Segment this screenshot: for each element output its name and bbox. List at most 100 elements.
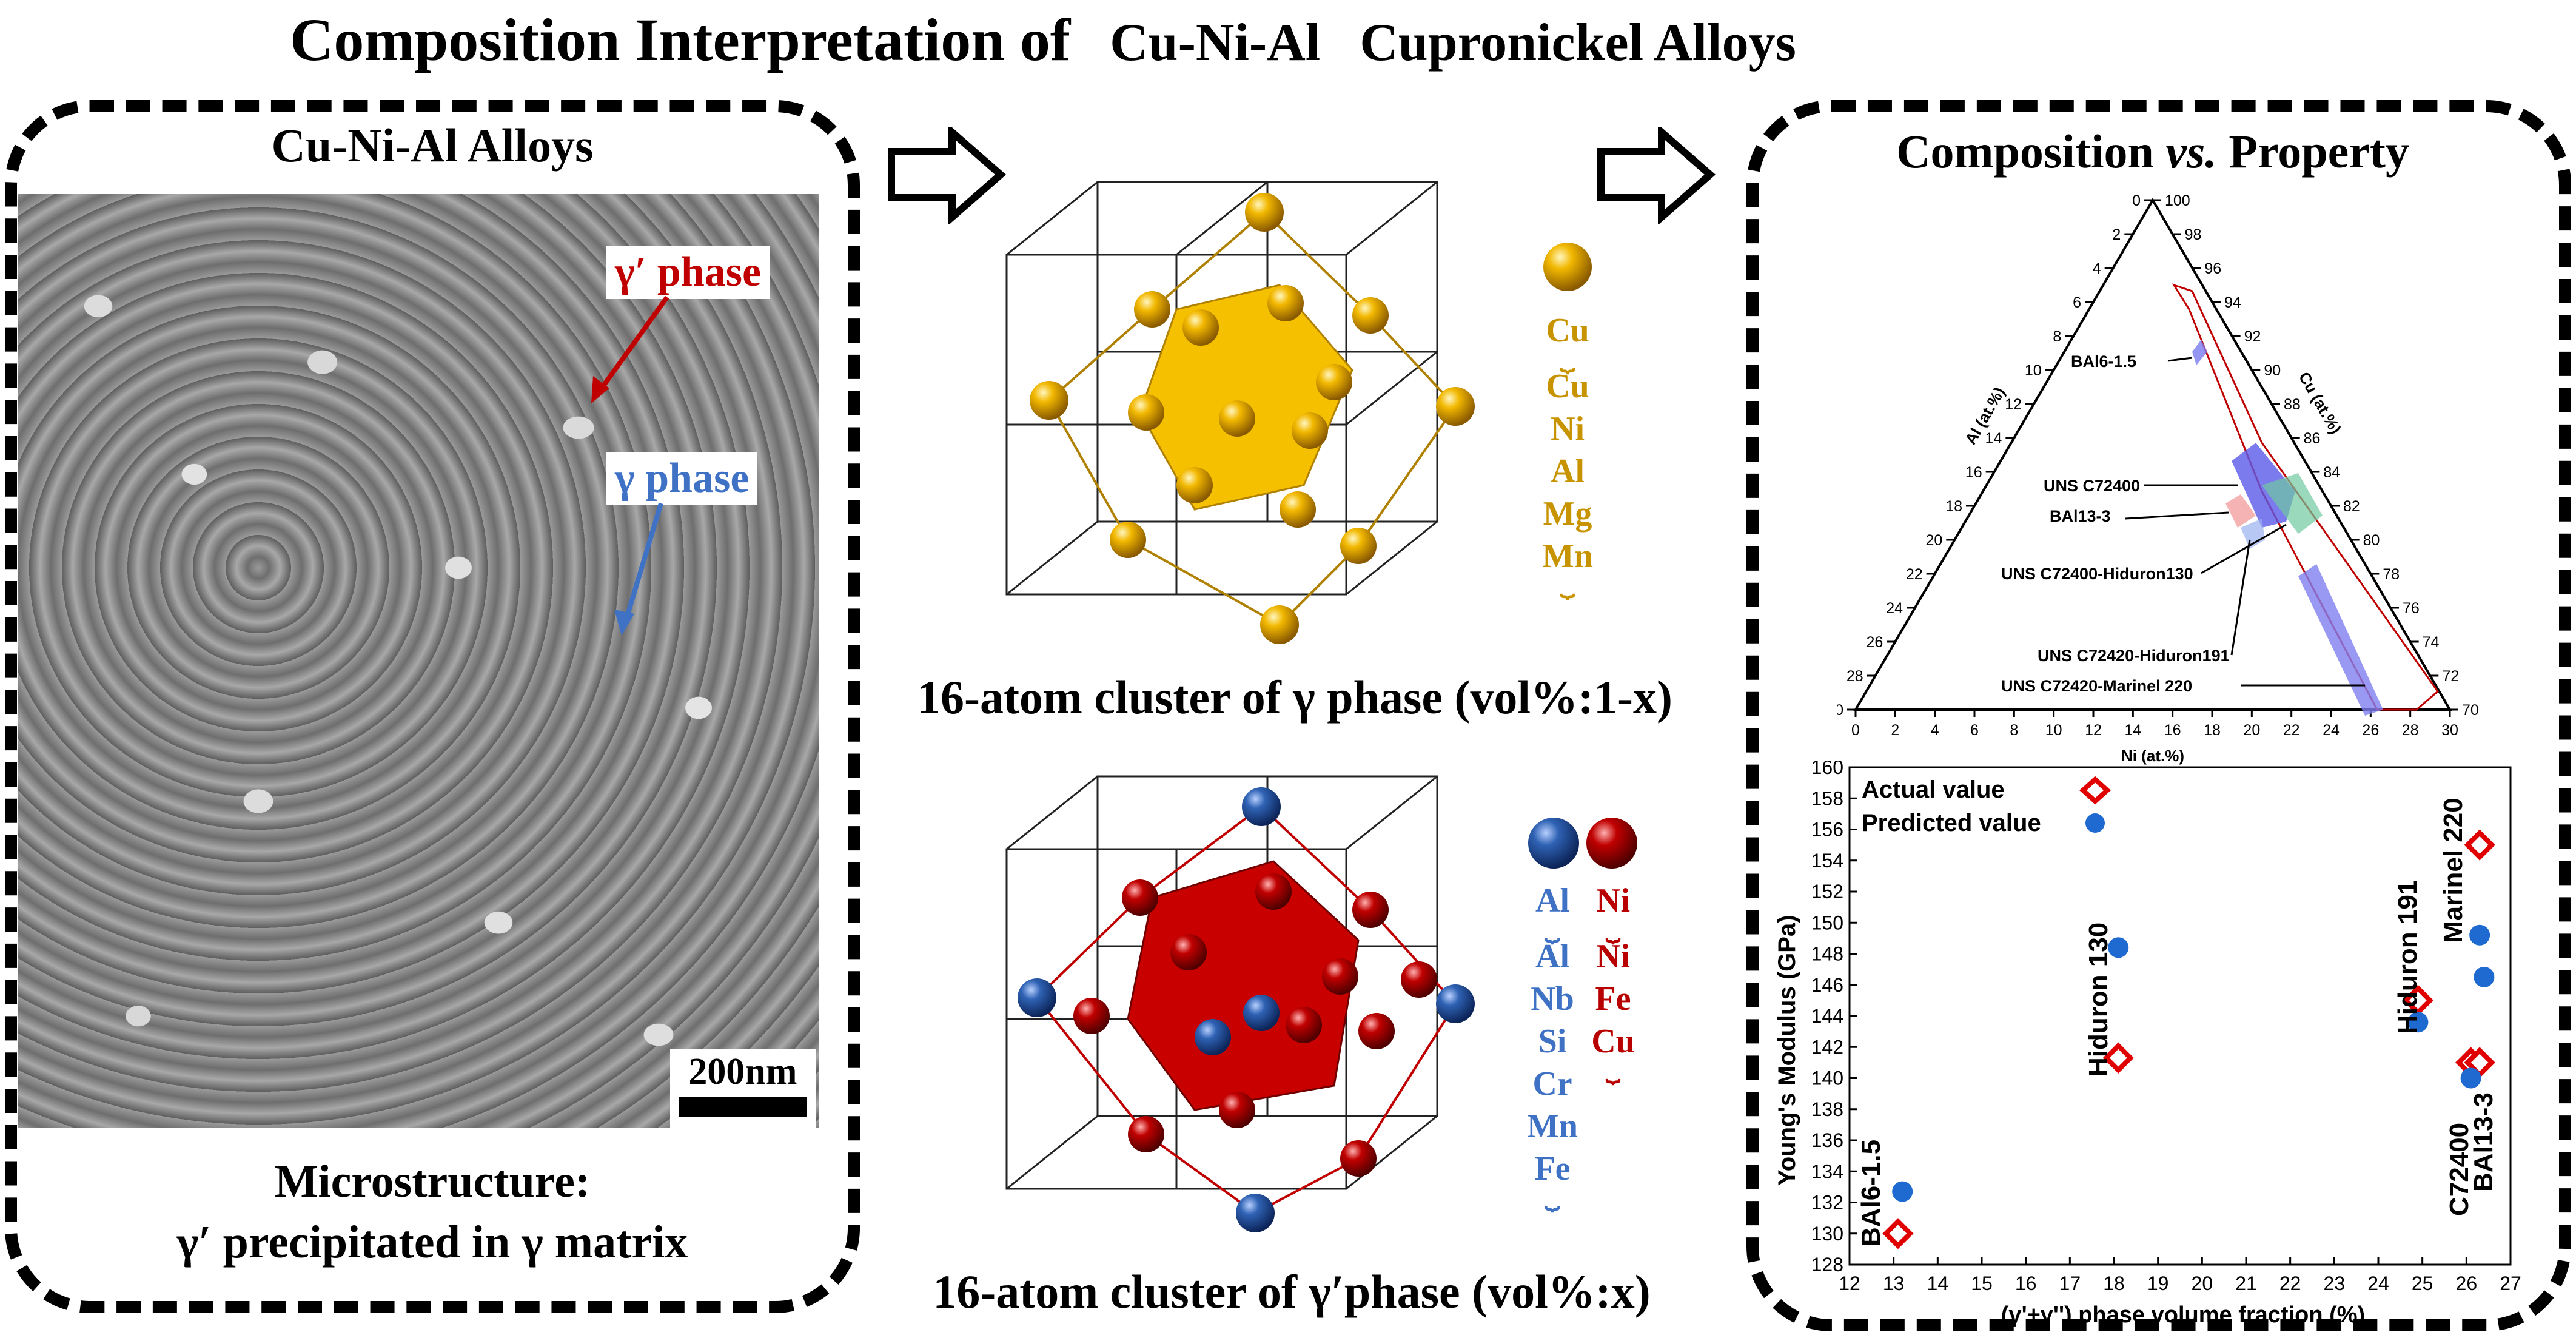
blue-element-6: Fe <box>1534 1150 1571 1188</box>
microstructure-image <box>18 194 819 1128</box>
al-tick-label: 22 <box>1906 566 1923 583</box>
ni-tick-label: 20 <box>2243 722 2260 739</box>
ni-tick-label: 4 <box>1931 722 1939 739</box>
al-tick-label: 4 <box>2093 260 2101 277</box>
ni-tick-label: 10 <box>2045 722 2062 739</box>
cu-tick-label: 76 <box>2403 600 2420 617</box>
gamma-element-list: Cu ⏟ Cu Ni Al Mg Mn ⏟ <box>1537 309 1598 596</box>
gamma-label: γ phase <box>606 452 758 505</box>
ni-tick-label: 24 <box>2323 722 2340 739</box>
gamma-legend-ball <box>1543 243 1592 291</box>
al-tick-label: 6 <box>2073 294 2081 311</box>
label-bal6: BAl6-1.5 <box>2071 352 2136 371</box>
right-panel <box>1746 100 2571 1331</box>
cu-tick-label: 74 <box>2423 634 2440 651</box>
ni-tick-label: 2 <box>1891 722 1899 739</box>
x-tick-label: 18 <box>2103 1272 2125 1294</box>
left-panel-title: Cu-Ni-Al Alloys <box>271 119 594 172</box>
al-tick-label: 2 <box>2112 226 2121 243</box>
gamma-prime-label: γ′ phase <box>606 246 770 299</box>
cu-tick-label: 92 <box>2244 328 2261 345</box>
ni-tick-label: 16 <box>2164 722 2181 739</box>
legend-predicted-marker <box>2085 813 2105 833</box>
y-tick-label: 134 <box>1811 1160 1843 1182</box>
ni-axis-label: Ni (at.%) <box>2121 747 2184 765</box>
title-part2: Cu-Ni-Al <box>1110 13 1321 72</box>
al-tick-label: 18 <box>1945 498 1962 515</box>
ni-tick-label: 12 <box>2085 722 2102 739</box>
x-tick-label: 22 <box>2279 1272 2301 1294</box>
red-element-2: Fe <box>1595 980 1631 1018</box>
red-element-1: Ni <box>1596 938 1630 975</box>
chart-points <box>1882 829 2495 1249</box>
y-tick-label: 154 <box>1811 850 1843 872</box>
ternary-triangle <box>1853 198 2452 711</box>
x-tick-label: 16 <box>2015 1272 2037 1294</box>
x-tick-label: 20 <box>2192 1272 2213 1294</box>
al-tick-label: 24 <box>1886 600 1903 617</box>
y-tick-label: 156 <box>1811 819 1843 841</box>
cu-tick-label: 94 <box>2224 294 2241 311</box>
legend-actual-marker <box>2079 776 2111 805</box>
blue-element-2: Nb <box>1531 980 1574 1018</box>
ternary-region-boundary <box>2172 283 2440 711</box>
ni-tick-label: 0 <box>1851 722 1860 739</box>
al-tick-label: 12 <box>2005 396 2022 413</box>
x-tick-label: 25 <box>2412 1272 2433 1294</box>
gamma-element-2: Ni <box>1551 410 1585 448</box>
gamma-prime-blue-elements: Al ⏟ Al Nb Si Cr Mn Fe ⏟ <box>1522 879 1583 1209</box>
al-tick-label: 26 <box>1867 634 1883 651</box>
al-tick-label: 0 <box>2132 192 2141 209</box>
predicted-point <box>2108 937 2129 958</box>
annotation-hiduron130: Hiduron 130 <box>2084 923 2113 1077</box>
cu-tick-label: 80 <box>2363 532 2380 549</box>
x-tick-label: 13 <box>1883 1272 1905 1294</box>
region-bal6 <box>2192 340 2207 365</box>
actual-point <box>1882 1218 1914 1249</box>
x-tick-label: 17 <box>2059 1272 2081 1294</box>
y-tick-label: 136 <box>1811 1129 1843 1151</box>
gamma-prime-legend-balls <box>1528 818 1637 869</box>
phase-arrows <box>591 295 669 636</box>
x-tick-label: 12 <box>1839 1272 1860 1294</box>
right-panel-title: Composition vs. Property <box>1746 124 2559 179</box>
left-caption-line1: Microstructure: <box>274 1156 591 1207</box>
gamma-prime-cluster-diagram <box>1005 775 1475 1232</box>
al-tick-label: 8 <box>2053 328 2061 345</box>
annotation-c72400: C72400 <box>2444 1123 2474 1216</box>
left-panel <box>5 100 860 1313</box>
label-hiduron130: UNS C72400-Hiduron130 <box>2001 565 2193 583</box>
gamma-element-0: Cu <box>1546 312 1589 349</box>
annotation-marinel220: Marinel 220 <box>2438 798 2468 943</box>
ni-tick-label: 18 <box>2204 722 2221 739</box>
y-tick-label: 128 <box>1811 1254 1843 1276</box>
al-tick-label: 10 <box>2025 362 2042 379</box>
region-marinel220 <box>2298 564 2383 716</box>
ni-tick-label: 6 <box>1970 722 1979 739</box>
ni-tick-label: 30 <box>2441 722 2458 739</box>
y-tick-label: 152 <box>1811 881 1843 903</box>
cu-tick-label: 98 <box>2185 226 2202 243</box>
ni-tick-label: 22 <box>2283 722 2300 739</box>
blue-element-0: Al <box>1535 882 1569 919</box>
region-hiduron130 <box>2262 473 2323 534</box>
y-tick-label: 140 <box>1811 1067 1843 1089</box>
predicted-point <box>2460 1067 2481 1089</box>
gamma-element-3: Al <box>1551 452 1585 490</box>
right-title-vs: vs. <box>2165 125 2217 178</box>
predicted-point <box>2474 966 2495 987</box>
y-tick-label: 130 <box>1811 1223 1843 1245</box>
ni-tick-label: 14 <box>2124 722 2141 739</box>
cu-tick-label: 78 <box>2383 566 2400 583</box>
x-tick-label: 23 <box>2324 1272 2346 1294</box>
scale-bar-box: 200nm <box>670 1049 816 1128</box>
chart-ylabel: Young's Modulus (GPa) <box>1774 915 1800 1186</box>
x-tick-label: 24 <box>2367 1272 2389 1294</box>
label-marinel220: UNS C72420-Marinel 220 <box>2001 677 2192 695</box>
predicted-point <box>2469 924 2490 946</box>
title-part1: Composition Interpretation of <box>290 6 1071 73</box>
